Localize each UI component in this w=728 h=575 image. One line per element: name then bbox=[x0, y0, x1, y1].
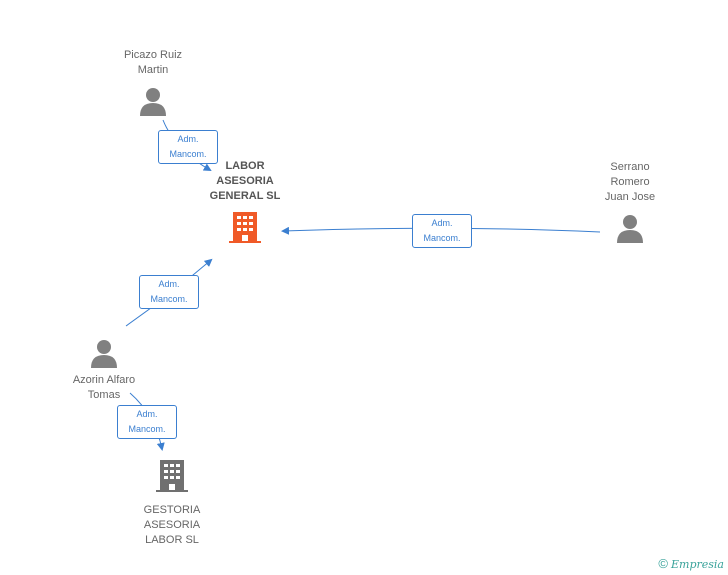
copyright-icon: © bbox=[658, 556, 668, 571]
person-icon bbox=[140, 88, 166, 116]
node-label: GESTORIA ASESORIA LABOR SL bbox=[143, 504, 201, 546]
footer-brand[interactable]: © Empresia bbox=[658, 556, 724, 571]
brand-name: Empresia bbox=[671, 558, 724, 571]
person-icon bbox=[91, 340, 117, 368]
node-serrano-romero-juan-jose[interactable]: Serrano Romero Juan Jose bbox=[585, 160, 675, 248]
node-label: Serrano Romero Juan Jose bbox=[604, 161, 656, 203]
node-gestoria-asesoria-labor[interactable]: GESTORIA ASESORIA LABOR SL bbox=[127, 458, 217, 548]
node-azorin-alfaro-tomas[interactable]: Azorin Alfaro Tomas bbox=[56, 338, 152, 403]
person-icon bbox=[617, 215, 643, 243]
edge-label-azorin-gestoria[interactable]: Adm. Mancom. bbox=[117, 405, 177, 439]
edge-label-serrano-main[interactable]: Adm. Mancom. bbox=[412, 214, 472, 248]
edge-label-picazo-main[interactable]: Adm. Mancom. bbox=[158, 130, 218, 164]
node-labor-asesoria-general[interactable]: LABOR ASESORIA GENERAL SL bbox=[195, 159, 295, 249]
node-label: Azorin Alfaro Tomas bbox=[72, 374, 136, 401]
node-label: Picazo Ruiz Martin bbox=[123, 49, 183, 76]
node-label: LABOR ASESORIA GENERAL SL bbox=[209, 160, 281, 202]
building-icon bbox=[156, 460, 188, 492]
edge-label-azorin-main[interactable]: Adm. Mancom. bbox=[139, 275, 199, 309]
building-icon bbox=[229, 212, 261, 243]
node-picazo-ruiz-martin[interactable]: Picazo Ruiz Martin bbox=[108, 48, 198, 121]
